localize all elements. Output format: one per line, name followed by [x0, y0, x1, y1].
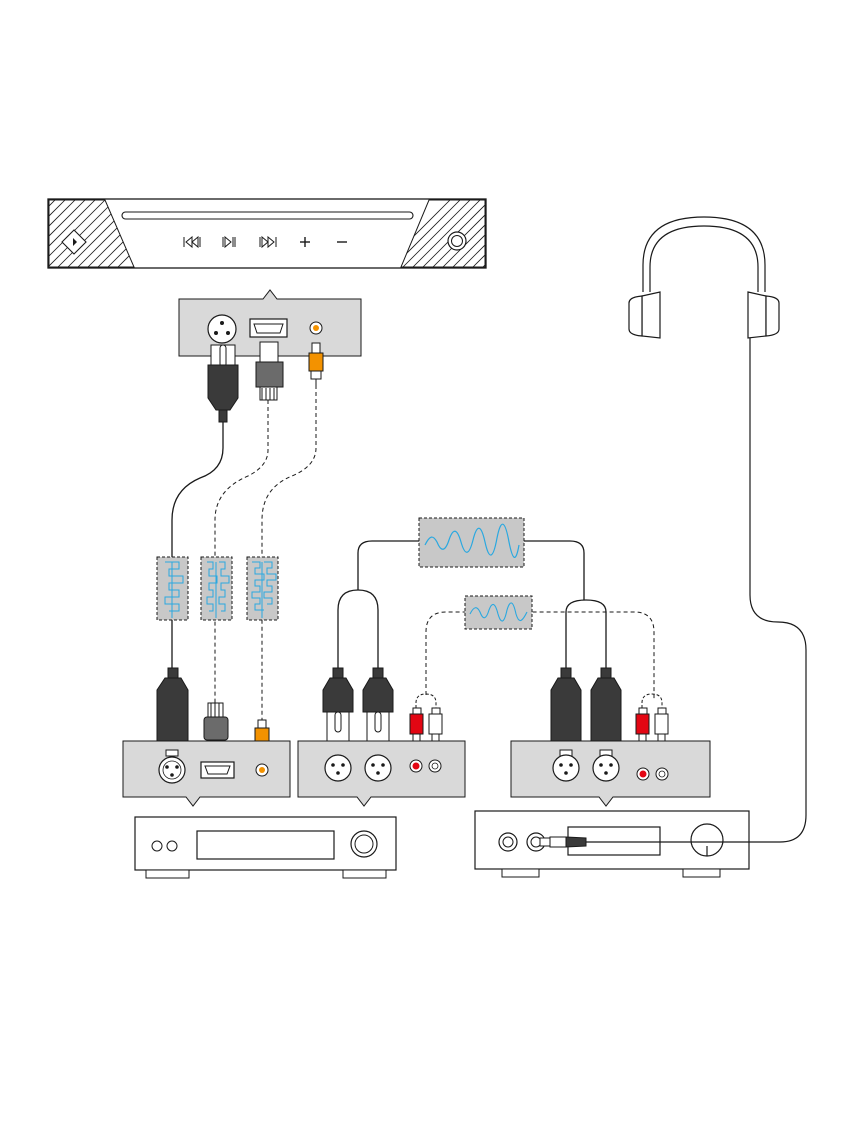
xlr-output-socket [208, 315, 236, 343]
hpamp-input-panel [511, 741, 710, 806]
volume-knob[interactable] [448, 232, 466, 250]
digital-signal-box-coaxial [247, 557, 278, 620]
rca-loop-left [416, 694, 436, 708]
dac-unit [135, 817, 396, 878]
rca-loop-right [642, 694, 662, 708]
preamp-xlr-plug-right [363, 668, 393, 746]
dac-led-1 [152, 841, 162, 851]
preamp-xlr-socket-right [365, 755, 391, 781]
coaxial-cable [262, 385, 316, 720]
dac-led-2 [167, 841, 177, 851]
source-unit [40, 195, 555, 275]
balanced-cable-left-loop [338, 590, 378, 668]
rca-cable [426, 612, 654, 700]
preamp-xlr-plug-left [323, 668, 353, 746]
dac-hdmi-input-socket [201, 762, 234, 778]
hpamp-xlr-plug-right [591, 668, 621, 748]
preamp-input-panel [298, 741, 465, 806]
dac-coaxial-input-socket [256, 764, 268, 776]
hpamp-xlr-plug-left [551, 668, 581, 748]
dac-input-panel [123, 741, 290, 806]
headphone-amp-unit [475, 811, 749, 877]
xlr-plug-top [208, 345, 238, 422]
analog-signal-box-balanced [419, 518, 524, 567]
dac-display [197, 831, 334, 859]
preamp-xlr-socket-left [325, 755, 351, 781]
analog-signal-box-rca [465, 596, 532, 629]
hdmi-output-socket [250, 319, 287, 337]
preamp-rca-socket-white [429, 760, 441, 772]
hpamp-rca-socket-white [656, 768, 668, 780]
disc-slot [122, 212, 413, 219]
balanced-cable-right-loop [566, 600, 606, 668]
headphones-icon [629, 217, 779, 338]
coaxial-output-socket [310, 322, 322, 334]
preamp-rca-socket-red [410, 760, 422, 772]
hpamp-volume-knob[interactable] [691, 824, 723, 856]
digital-signal-box-hdmi [201, 557, 232, 620]
xlr-plug-dac [157, 668, 188, 748]
digital-signal-box-xlr [157, 557, 188, 620]
headphone-plug [540, 837, 586, 847]
hpamp-rca-socket-red [637, 768, 649, 780]
xlr-headphone-jack [499, 833, 517, 851]
